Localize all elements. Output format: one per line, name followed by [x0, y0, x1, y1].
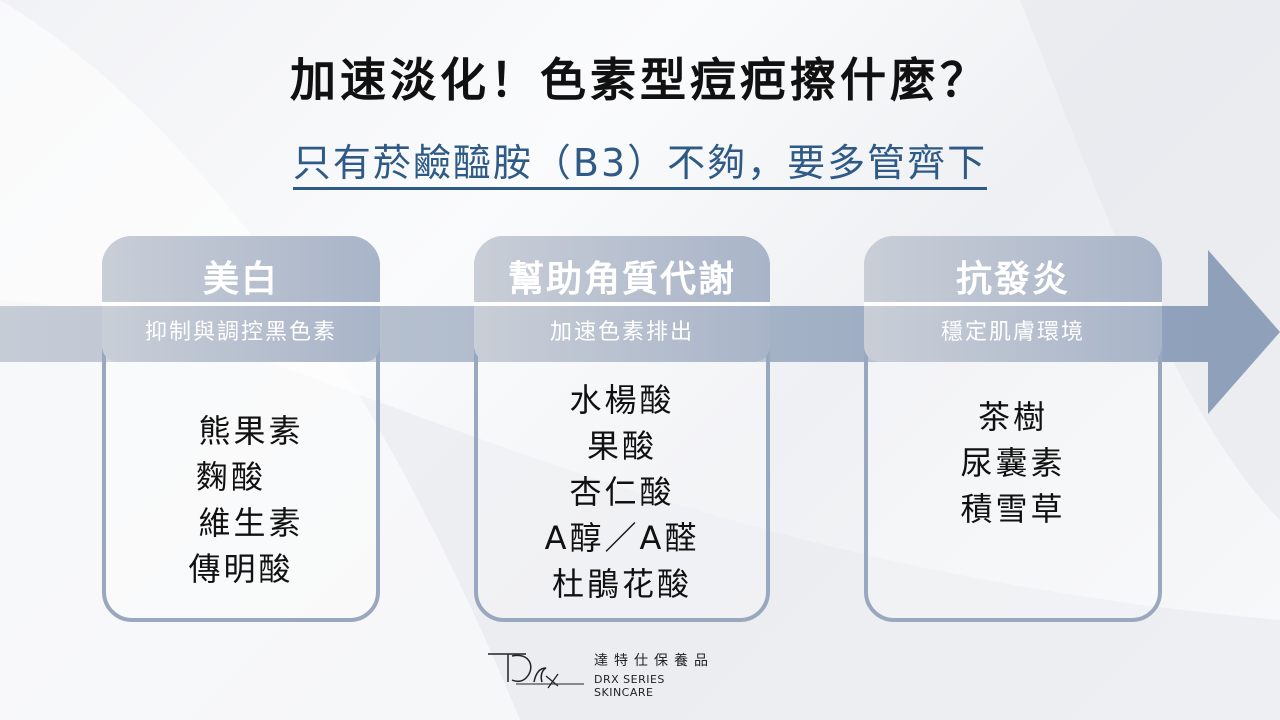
- ingredient-item: 果酸: [586, 427, 657, 465]
- card-keratin-metabolism: 幫助角質代謝 加速色素排出 水楊酸 果酸 杏仁酸 A醇／A醛 杜鵑花酸: [474, 236, 770, 622]
- ingredient-list: 熊果素 麴酸 維生素 傳明酸: [106, 388, 376, 618]
- ingredient-list: 水楊酸 果酸 杏仁酸 A醇／A醛 杜鵑花酸: [478, 372, 766, 618]
- card-subtitle: 穩定肌膚環境: [940, 320, 1085, 345]
- ingredient-item: A醇／A醛: [544, 519, 700, 557]
- ingredient-item: 積雪草: [960, 490, 1066, 528]
- ingredient-item: 麴酸: [195, 458, 266, 496]
- brand-logo: 達特仕保養品 DRX SERIES SKINCARE: [486, 646, 726, 699]
- subtitle-text: 只有菸鹼醯胺（B3）不夠，要多管齊下: [292, 141, 988, 190]
- ingredient-item: 水楊酸: [569, 381, 675, 419]
- ingredient-list: 茶樹 尿囊素 積雪草: [868, 368, 1158, 618]
- page-subtitle: 只有菸鹼醯胺（B3）不夠，要多管齊下: [0, 132, 1280, 190]
- card-title: 幫助角質代謝: [507, 259, 736, 300]
- brand-english-name: DRX SERIES SKINCARE: [594, 673, 665, 699]
- drx-logo-icon: [488, 653, 584, 689]
- card-header: 抗發炎 穩定肌膚環境: [864, 236, 1162, 362]
- card-title: 抗發炎: [955, 259, 1070, 300]
- flow-arrow-head: [1208, 250, 1280, 414]
- card-divider: [102, 302, 380, 306]
- card-subtitle: 抑制與調控黑色素: [144, 320, 337, 345]
- card-divider: [474, 302, 770, 306]
- card-header: 幫助角質代謝 加速色素排出: [474, 236, 770, 362]
- card-anti-inflammation: 抗發炎 穩定肌膚環境 茶樹 尿囊素 積雪草: [864, 236, 1162, 622]
- ingredient-item: 茶樹: [977, 398, 1048, 436]
- ingredient-item: 維生素: [198, 504, 304, 542]
- ingredient-item: 傳明酸: [188, 550, 294, 588]
- card-whitening: 美白 抑制與調控黑色素 熊果素 麴酸 維生素 傳明酸: [102, 236, 380, 622]
- ingredient-item: 尿囊素: [960, 444, 1066, 482]
- card-subtitle: 加速色素排出: [549, 320, 694, 345]
- card-title: 美白: [202, 259, 279, 300]
- ingredient-item: 杏仁酸: [569, 473, 675, 511]
- page-title: 加速淡化！色素型痘疤擦什麼？: [290, 53, 990, 107]
- card-divider: [864, 302, 1162, 306]
- card-header: 美白 抑制與調控黑色素: [102, 236, 380, 362]
- ingredient-item: 杜鵑花酸: [551, 565, 692, 603]
- ingredient-item: 熊果素: [198, 412, 304, 450]
- brand-chinese-name: 達特仕保養品: [594, 653, 714, 669]
